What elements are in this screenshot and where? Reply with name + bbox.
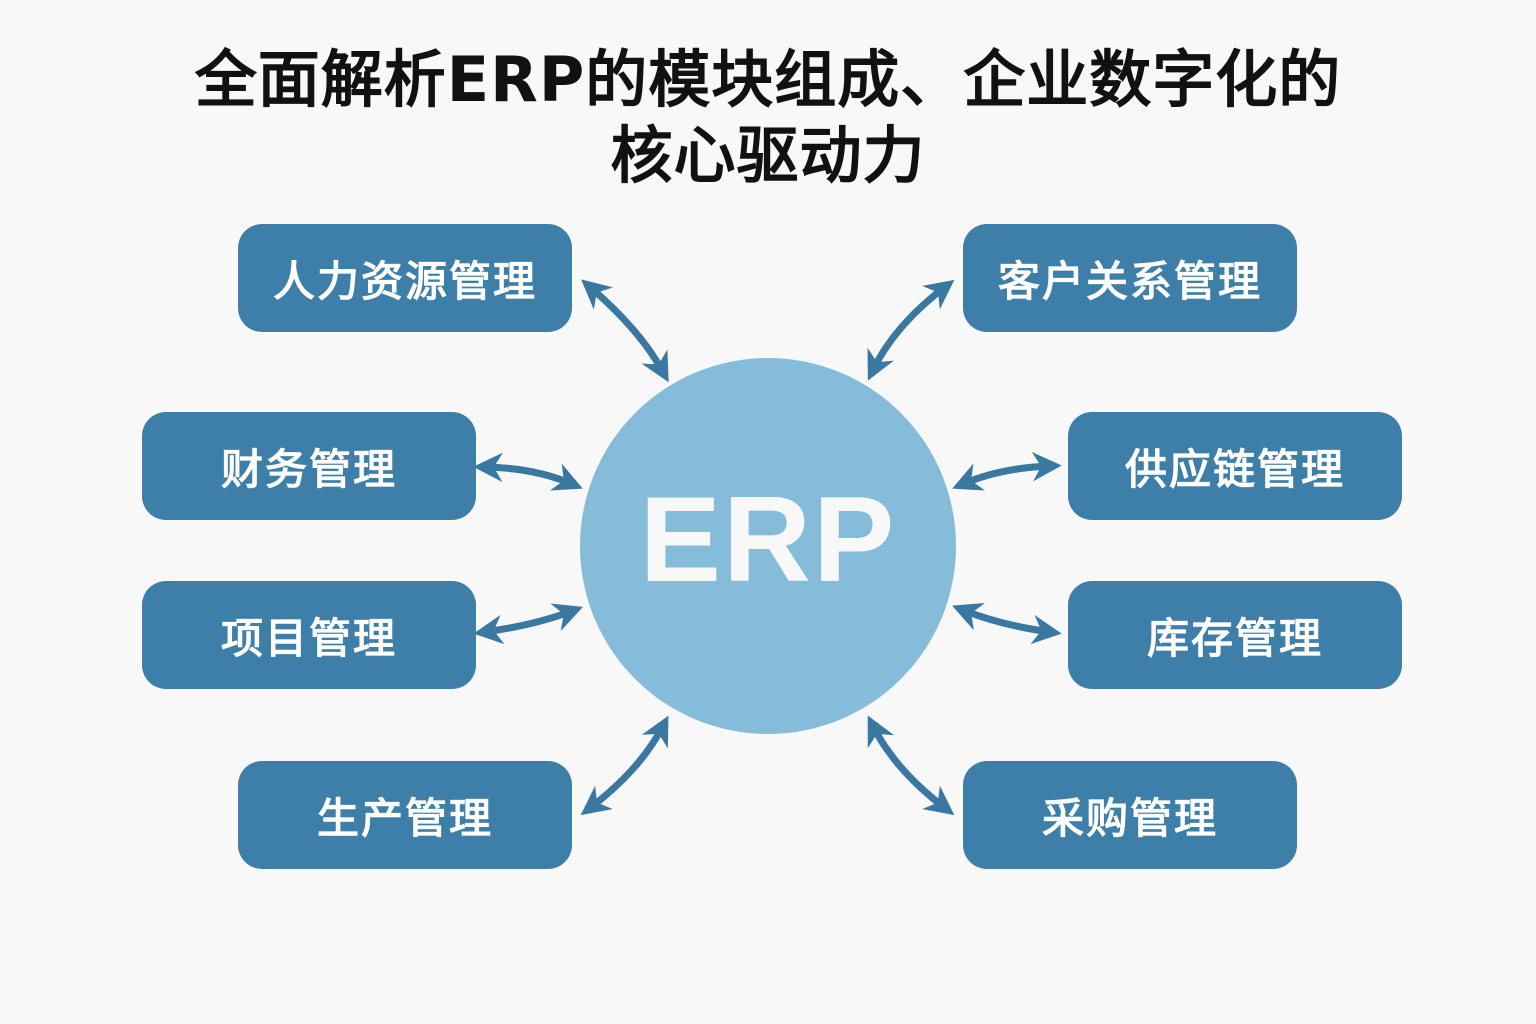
- module-procurement: 采购管理: [963, 761, 1297, 869]
- title-line-1: 全面解析ERP的模块组成、企业数字化的: [194, 43, 1342, 116]
- module-hr: 人力资源管理: [238, 224, 572, 332]
- module-label: 供应链管理: [1124, 444, 1345, 494]
- module-label: 人力资源管理: [272, 256, 537, 306]
- module-project: 项目管理: [142, 581, 476, 689]
- module-inventory: 库存管理: [1068, 581, 1402, 689]
- module-production: 生产管理: [238, 761, 572, 869]
- module-label: 项目管理: [220, 613, 397, 663]
- title-line-2: 核心驱动力: [610, 119, 926, 192]
- module-label: 生产管理: [316, 793, 493, 843]
- module-finance: 财务管理: [142, 412, 476, 520]
- module-label: 采购管理: [1041, 793, 1218, 843]
- connector-production: [580, 715, 669, 816]
- page-title: 全面解析ERP的模块组成、企业数字化的 核心驱动力: [0, 42, 1536, 194]
- module-supply-chain: 供应链管理: [1068, 412, 1402, 520]
- connector-supply: [952, 452, 1062, 491]
- module-crm: 客户关系管理: [963, 224, 1297, 332]
- erp-hub-label: ERP: [639, 471, 897, 607]
- module-label: 库存管理: [1146, 613, 1323, 663]
- connector-finance: [473, 452, 583, 491]
- module-label: 客户关系管理: [997, 256, 1262, 306]
- connector-crm: [867, 279, 955, 381]
- connector-hr: [581, 279, 669, 383]
- connector-project: [473, 603, 583, 645]
- connector-procurement: [867, 715, 955, 816]
- connector-inventory: [952, 603, 1062, 645]
- erp-hub: ERP: [580, 358, 956, 734]
- module-label: 财务管理: [220, 444, 397, 494]
